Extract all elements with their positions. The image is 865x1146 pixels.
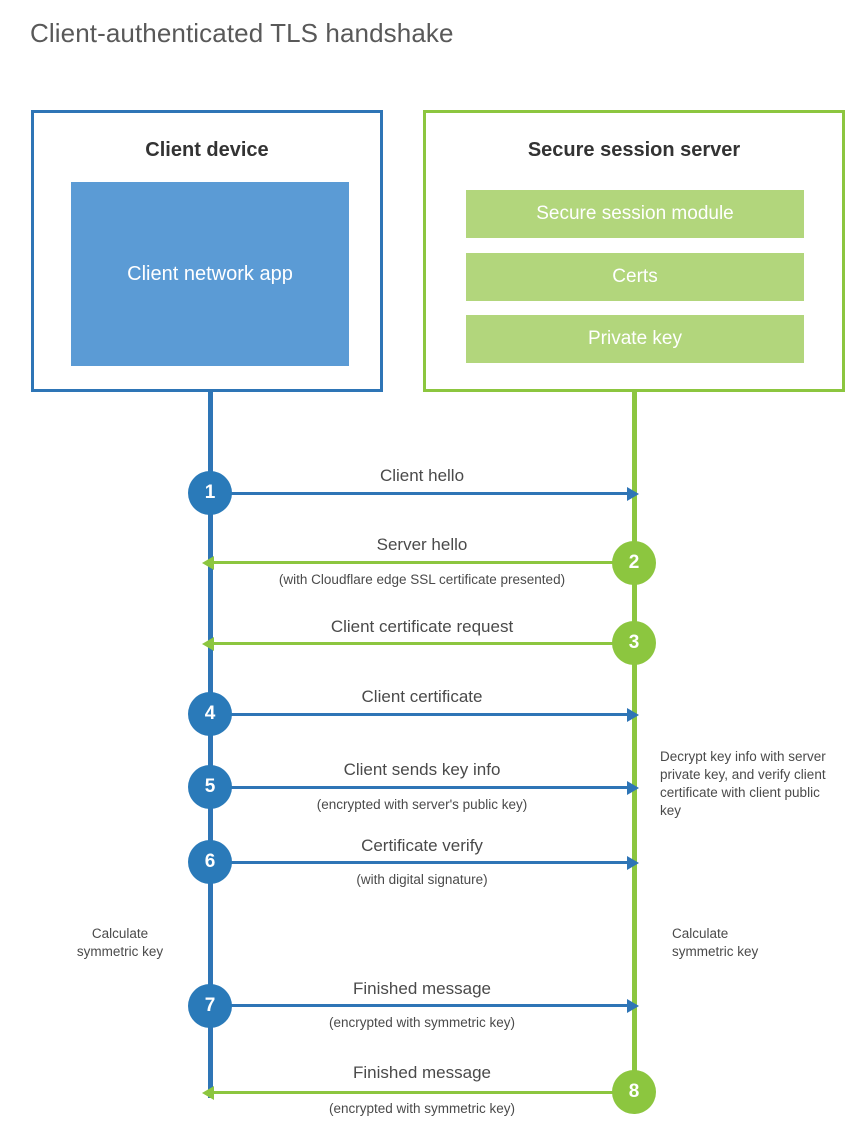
client-lifeline	[208, 392, 213, 1098]
client-device-panel: Client device Client network app	[31, 110, 383, 392]
step-2-sublabel: (with Cloudflare edge SSL certificate pr…	[278, 572, 566, 587]
server-row-private-key: Private key	[466, 315, 804, 363]
step-5-badge: 5	[188, 765, 232, 809]
arrowhead-left-icon	[202, 555, 214, 570]
client-device-title: Client device	[145, 139, 269, 161]
server-lifeline	[632, 392, 637, 1095]
step-2-arrow	[202, 555, 632, 570]
server-row-secure-session-module: Secure session module	[466, 190, 804, 238]
step-8-sublabel: (encrypted with symmetric key)	[328, 1101, 516, 1116]
arrowhead-left-icon	[202, 1085, 214, 1100]
step-7-badge: 7	[188, 984, 232, 1028]
arrowhead-right-icon	[627, 780, 639, 795]
page-title: Client-authenticated TLS handshake	[30, 18, 454, 48]
secure-session-server-title: Secure session server	[527, 139, 741, 161]
step-5-label: Client sends key info	[343, 760, 501, 779]
arrowhead-left-icon	[202, 636, 214, 651]
step-3-arrow	[202, 636, 632, 651]
step-1-arrow	[211, 486, 639, 501]
step-5-arrow	[211, 780, 639, 795]
step-1-label: Client hello	[379, 466, 465, 485]
secure-session-server-panel: Secure session server Secure session mod…	[423, 110, 845, 392]
step-8-badge: 8	[612, 1070, 656, 1114]
step-3-label: Client certificate request	[330, 617, 514, 636]
step-8-label: Finished message	[353, 1063, 491, 1082]
step-7-arrow	[211, 998, 639, 1013]
server-decrypt-note: Decrypt key info with server private key…	[660, 749, 826, 818]
step-6-badge: 6	[188, 840, 232, 884]
step-6-sublabel: (with digital signature)	[356, 872, 488, 887]
step-2-label: Server hello	[376, 535, 468, 554]
step-4-arrow	[211, 707, 639, 722]
step-7-sublabel: (encrypted with symmetric key)	[328, 1015, 516, 1030]
client-calculate-note: Calculate symmetric key	[76, 926, 164, 959]
client-network-app-box: Client network app	[71, 182, 349, 366]
server-row-certs: Certs	[466, 253, 804, 301]
step-2-badge: 2	[612, 541, 656, 585]
arrowhead-right-icon	[627, 707, 639, 722]
arrowhead-right-icon	[627, 855, 639, 870]
arrowhead-right-icon	[627, 486, 639, 501]
server-calculate-note: Calculate symmetric key	[672, 926, 759, 959]
step-6-label: Certificate verify	[361, 836, 483, 855]
step-3-badge: 3	[612, 621, 656, 665]
step-7-label: Finished message	[353, 979, 491, 998]
step-4-label: Client certificate	[361, 687, 483, 706]
step-6-arrow	[211, 855, 639, 870]
step-5-sublabel: (encrypted with server's public key)	[316, 797, 528, 812]
step-4-badge: 4	[188, 692, 232, 736]
arrowhead-right-icon	[627, 998, 639, 1013]
step-8-arrow	[202, 1085, 632, 1100]
step-1-badge: 1	[188, 471, 232, 515]
